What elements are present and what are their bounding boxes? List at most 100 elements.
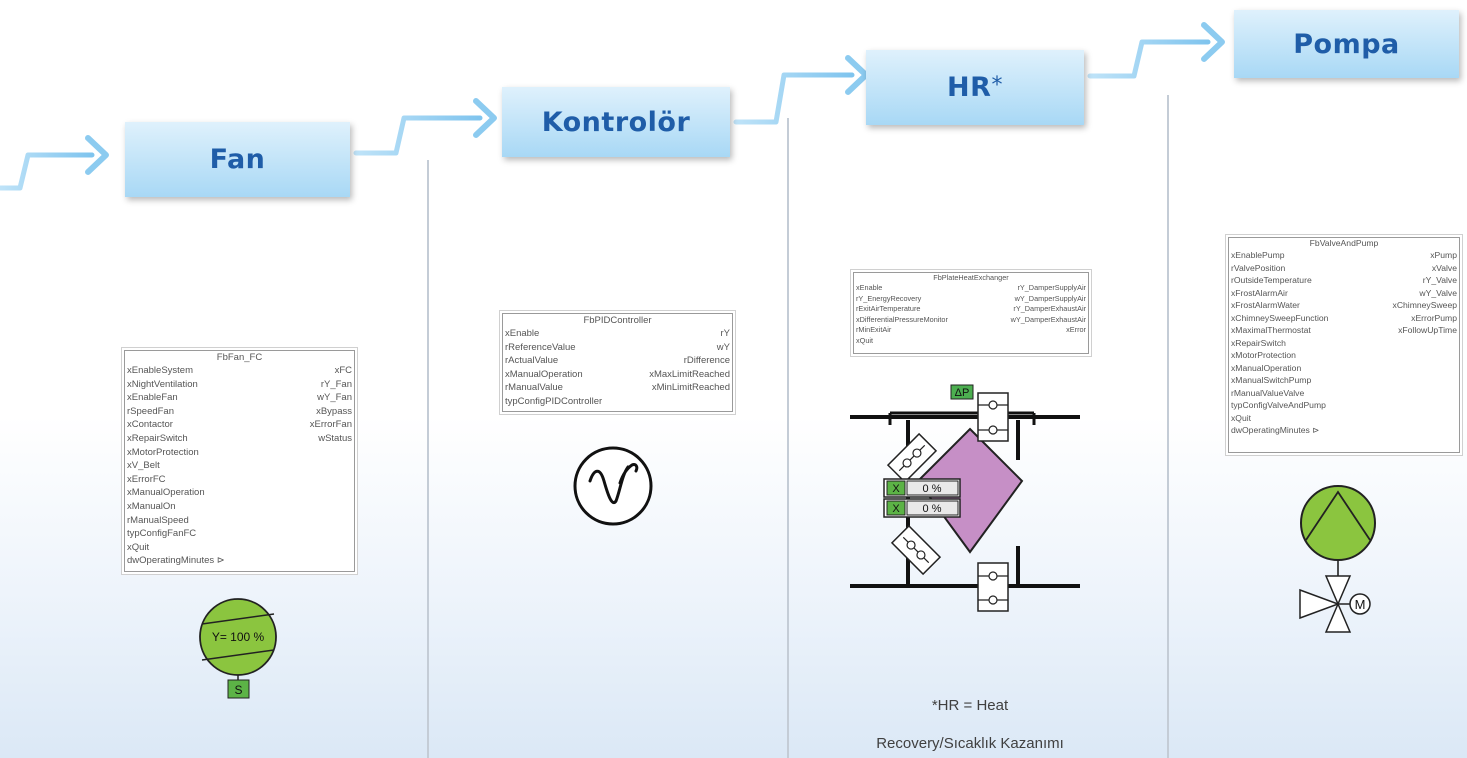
fb-input-port: xManualSwitchPump [1231,375,1312,385]
arrow-head-pompa [1201,22,1225,62]
pct-row-2-tag [886,500,906,516]
fb-row: rReferenceValue wY [505,341,730,355]
fb-row: xManualOperation [127,486,352,500]
fb-input-port: rMinExitAir [856,325,892,334]
header-fan: Fan [125,122,350,197]
fb-row: xV_Belt [127,459,352,473]
header-kontrolor: Kontrolör [502,87,730,157]
fb-input-port: xMotorProtection [127,446,199,458]
pct-row-1-value-box [906,480,959,496]
fb-input-port: xQuit [1231,412,1252,423]
fb-input-port: rExitAirTemperature [856,304,921,313]
fb-output-port: xFC [334,365,352,376]
pid-controller-icon [573,446,653,526]
header-fan-label: Fan [209,144,266,175]
pid-block-title: FbPIDController [583,315,652,326]
arrow-head-fan [85,135,109,175]
fb-row: xManualOperation [1231,362,1457,375]
fb-input-port: xContactor [127,419,173,431]
fb-output-port: rY_DamperExhaustAir [1013,304,1086,313]
fb-output-port: xValve [1431,262,1457,273]
fb-row: typConfigPIDController [505,395,730,409]
fb-input-port: xChimneySweepFunction [1231,312,1329,323]
fan-status-tag-text: S [234,683,242,697]
motor-circle [1349,593,1371,615]
fb-input-port: rY_EnergyRecovery [856,293,922,303]
fb-input-port: xFrostAlarmWater [1231,300,1300,310]
fb-input-port: typConfigPIDController [505,395,603,407]
fb-output-port: rY_Valve [1422,275,1457,285]
column-divider-2 [787,118,789,758]
valve-top [1324,575,1352,606]
fb-output-port: xBypass [316,405,352,417]
fb-input-port: xEnable [505,328,540,339]
column-divider-3 [1167,95,1169,758]
fb-row: xEnableSystem xFC [127,364,352,378]
fb-row: xMaximalThermostat xFollowUpTime [1231,324,1457,337]
fb-output-port: xFollowUpTime [1398,325,1457,335]
fb-row: typConfigValveAndPump [1231,399,1457,412]
fb-output-port: xPump [1430,250,1457,260]
fb-input-port: xEnablePump [1231,250,1285,260]
fb-input-port: rValvePosition [1231,262,1286,273]
fb-output-port: wY [716,341,730,353]
fb-input-port: xEnableSystem [127,365,194,376]
fb-row: xMotorProtection [127,446,352,460]
footnote-line-2: Recovery/Sıcaklık Kazanımı [876,735,1064,752]
fb-input-port: rManualSpeed [127,514,189,526]
fb-input-port: xRepairSwitch [127,432,188,444]
pct-row-2-tag-text: X [892,503,900,515]
pump-circle [1300,485,1376,561]
valve-left [1299,588,1341,620]
fb-row: xMotorProtection [1231,349,1457,362]
fb-input-port: xMaximalThermostat [1231,325,1311,335]
fb-input-port: xManualOperation [505,368,583,380]
fb-input-port: typConfigValveAndPump [1231,400,1326,410]
fb-input-port: xDifferentialPressureMonitor [856,314,948,324]
flow-arrow-kontrolor-hr [733,72,855,125]
header-hr-label: HR [947,72,992,103]
fb-row: rManualSpeed [127,514,352,528]
footnote-line-1: *HR = Heat [931,697,1009,714]
fb-output-port: xError [1066,325,1086,334]
fan-status-tag [227,679,250,699]
heat-exchanger-core [916,427,1024,554]
flow-arrow-start [0,152,95,191]
fb-input-port: xManualOperation [127,487,205,499]
fb-input-port: xRepairSwitch [1231,337,1286,348]
fb-input-port: rReferenceValue [505,341,576,353]
fb-row: rMinExitAir xError [856,325,1086,336]
fb-output-port: rDifference [683,355,730,366]
pump-block-title: FbValveAndPump [1309,238,1379,248]
fb-row: rManualValueValve [1231,387,1457,400]
fb-input-port: xQuit [856,335,874,345]
fb-row: xEnablePump xPump [1231,249,1457,262]
fb-output-port: rY_Fan [320,378,352,390]
pct-row-2-value: 0 % [923,503,942,515]
fb-output-port: xChimneySweep [1392,300,1457,310]
fan-symbol: Y= 100 % S [199,598,277,699]
fb-row: xQuit [1231,412,1457,425]
fb-input-port: xFrostAlarmAir [1231,287,1288,298]
flow-arrow-fan-kontrolor [353,115,483,156]
pct-row-1-value: 0 % [923,483,942,495]
fb-input-port: dwOperatingMinutes ⊳ [127,555,225,567]
fb-row: dwOperatingMinutes ⊳ [1231,424,1457,437]
header-pompa-label: Pompa [1293,28,1400,60]
fb-row: xRepairSwitch [1231,337,1457,350]
header-pompa: Pompa [1234,10,1459,78]
header-hr: HR* [866,50,1084,125]
fb-input-port: xEnableFan [127,392,178,404]
